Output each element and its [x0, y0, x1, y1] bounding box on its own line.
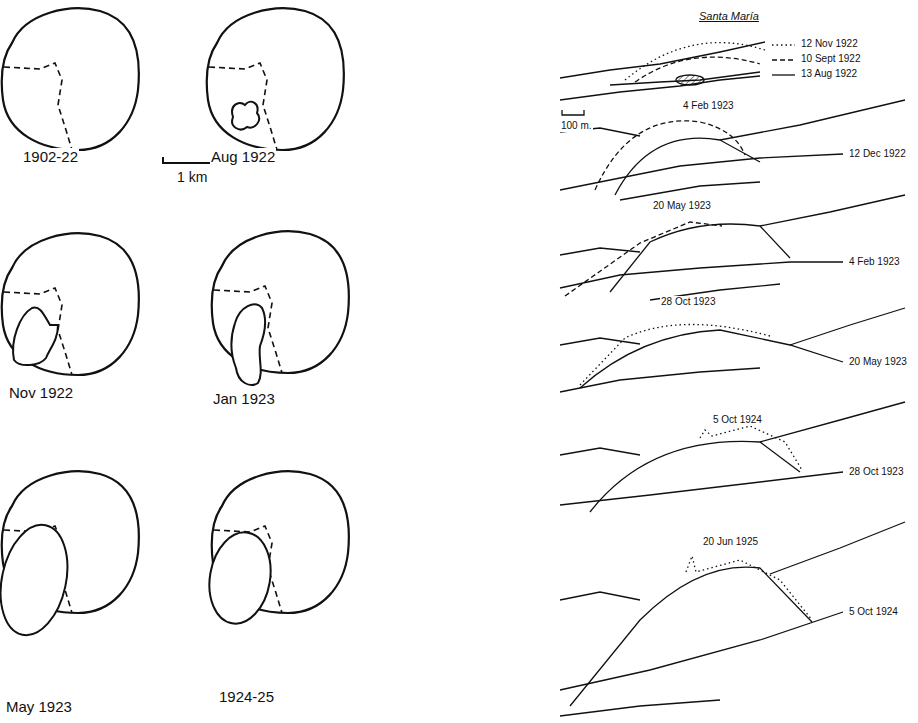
map-nov-1922	[2, 233, 139, 375]
section-date: 4 Feb 1923	[848, 256, 901, 268]
map-date: Aug 1922	[210, 148, 276, 165]
section-date: 12 Dec 1922	[848, 148, 907, 160]
section-date: 20 Jun 1925	[702, 536, 759, 548]
map-date: 1 km	[176, 169, 208, 185]
legend-text: 13 Aug 1922	[800, 68, 858, 80]
section-date: 20 May 1923	[848, 356, 908, 368]
legend-text: 12 Nov 1922	[800, 38, 859, 50]
section-date: 5 Oct 1924	[848, 606, 899, 618]
map-date: 1924-25	[218, 688, 275, 705]
map-date: Jan 1923	[212, 390, 276, 407]
legend-text: 10 Sept 1922	[800, 53, 862, 65]
section-date: 5 Oct 1924	[712, 414, 763, 426]
section-date: 4 Feb 1923	[682, 100, 735, 112]
section-date: 20 May 1923	[652, 200, 712, 212]
section-date: 28 Oct 1923	[660, 296, 716, 308]
section-date: 28 Oct 1923	[848, 466, 904, 478]
section-date: 100 m.	[560, 120, 593, 132]
map-aug-1922	[207, 8, 344, 150]
section-date: Santa María	[698, 10, 760, 23]
map-date: May 1923	[5, 698, 73, 715]
map-1924-25	[202, 471, 348, 628]
map-date: 1902-22	[22, 148, 79, 165]
map-may-1923	[0, 471, 139, 641]
map-jan-1923	[212, 231, 349, 385]
map-date: Nov 1922	[8, 384, 74, 401]
map-1902	[2, 8, 139, 150]
